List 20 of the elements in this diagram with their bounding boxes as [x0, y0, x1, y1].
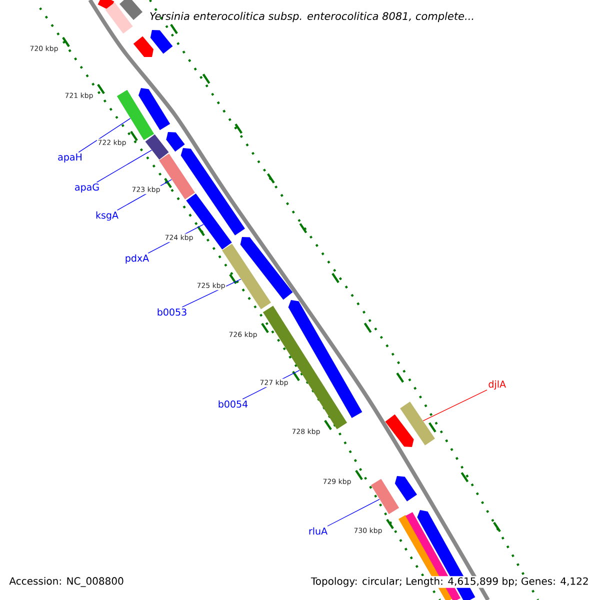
gene-label: pdxA: [126, 254, 150, 264]
gene-bar: [400, 402, 435, 446]
gene-bar: [370, 478, 400, 514]
gene-bar: [159, 154, 195, 200]
gene-bar: [116, 90, 154, 140]
leader-line: [96, 150, 152, 183]
gene-label: apaG: [75, 183, 99, 192]
gene-label: rluA: [309, 527, 328, 535]
accession-text: Accession: NC_008800: [9, 577, 124, 587]
leader-line: [422, 390, 488, 422]
gene-label: djlA: [488, 380, 506, 390]
gene-label: ksgA: [96, 211, 118, 221]
gene-bar: [145, 134, 169, 160]
gene-label: b0054: [218, 400, 248, 408]
gene-label: apaH: [58, 154, 82, 162]
genome-info-text: Topology: circular; Length: 4,615,899 bp; Genes: 4,122: [310, 576, 590, 588]
leader-line: [78, 118, 131, 153]
gene-label: b0053: [158, 308, 186, 316]
leader-line: [327, 499, 380, 526]
title: Yersinia enterocolitica subsp. enterocolitica 8081, complete...: [150, 12, 474, 22]
